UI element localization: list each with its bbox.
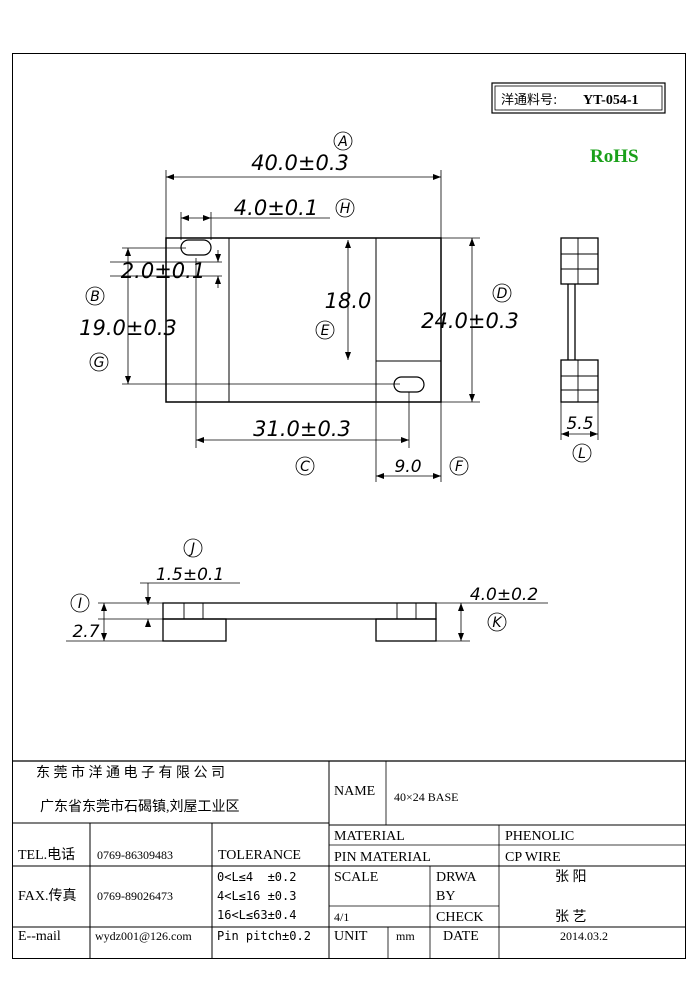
dim-d (441, 237, 512, 403)
pin-material-value: CP WIRE (505, 850, 561, 865)
dim-f-tag: F (455, 459, 464, 475)
dim-l-tag: L (578, 446, 586, 462)
dim-k (436, 602, 548, 642)
email-value: wydz001@126.com (95, 929, 192, 943)
top-view (165, 237, 442, 403)
tolerance-label: TOLERANCE (218, 848, 301, 863)
dim-i (66, 593, 163, 642)
email-label: E--mail (18, 929, 61, 944)
drawn-label-2: BY (436, 889, 455, 904)
name-label: NAME (334, 784, 375, 799)
fax-value: 0769-89026473 (97, 889, 173, 903)
drawing-sheet-border (12, 53, 686, 959)
dim-g-tag: G (94, 355, 105, 371)
title-block-grid (12, 760, 686, 959)
dim-j-tag: J (188, 541, 195, 557)
dim-k-tag: K (492, 615, 503, 631)
dim-g-value: 19.0±0.3 (79, 316, 177, 340)
dim-d-tag: D (497, 286, 508, 302)
dim-i-value: 2.7 (72, 622, 99, 642)
dim-a (165, 131, 442, 238)
drawn-label-1: DRWA (436, 870, 477, 885)
dim-c-tag: C (300, 459, 310, 475)
pin-pitch: Pin pitch±0.2 (217, 929, 311, 943)
check-label: CHECK (436, 910, 483, 925)
side-view (560, 237, 599, 403)
material-value: PHENOLIC (505, 829, 574, 844)
dim-e (315, 240, 351, 360)
drawn-value: 张 阳 (555, 869, 587, 885)
dim-f-value: 9.0 (394, 457, 421, 477)
dim-h-value: 4.0±0.1 (234, 196, 318, 220)
date-value: 2014.03.2 (560, 929, 608, 943)
unit-value: mm (396, 929, 415, 943)
pin-material-label: PIN MATERIAL (334, 850, 431, 865)
dim-b-tag: B (90, 289, 100, 305)
dim-f (375, 402, 469, 482)
dim-b-value: 2.0±0.1 (121, 259, 205, 283)
dim-l (560, 402, 599, 463)
dim-h-tag: H (340, 201, 351, 217)
dim-e-tag: E (321, 323, 330, 339)
company-address: 广东省东莞市石碣镇,刘屋工业区 (40, 798, 240, 815)
part-number-label: 洋通料号: (501, 93, 557, 108)
dim-g (89, 247, 400, 385)
front-view (162, 602, 437, 642)
material-label: MATERIAL (334, 829, 405, 844)
date-label: DATE (443, 929, 479, 944)
dim-i-tag: I (78, 596, 82, 612)
fax-label: FAX.传真 (18, 888, 76, 904)
tel-label: TEL.电话 (18, 847, 75, 863)
dim-l-value: 5.5 (566, 414, 593, 434)
dim-j-value: 1.5±0.1 (156, 565, 224, 585)
check-value: 张 艺 (555, 909, 587, 925)
dim-h (180, 198, 355, 240)
dim-a-tag: A (337, 134, 348, 150)
tolerance-row-3: 16<L≤63±0.4 (217, 908, 296, 922)
company-name: 东 莞 市 洋 通 电 子 有 限 公 司 (36, 764, 225, 781)
dim-j (140, 538, 240, 627)
scale-label: SCALE (334, 870, 378, 885)
dim-d-value: 24.0±0.3 (421, 309, 519, 333)
tolerance-row-1: 0<L≤4 ±0.2 (217, 870, 296, 884)
dim-c (195, 258, 410, 476)
dim-e-value: 18.0 (325, 289, 372, 313)
dim-c-value: 31.0±0.3 (253, 417, 351, 441)
part-number-box: 洋通料号: YT-054-1 (491, 82, 666, 114)
name-value: 40×24 BASE (394, 790, 458, 804)
rohs-mark: RoHS (590, 146, 639, 167)
unit-label: UNIT (334, 929, 368, 944)
scale-value: 4/1 (334, 910, 349, 924)
tel-value: 0769-86309483 (97, 848, 173, 862)
dim-a-value: 40.0±0.3 (251, 151, 349, 175)
tolerance-row-2: 4<L≤16 ±0.3 (217, 889, 296, 903)
part-number-value: YT-054-1 (583, 93, 639, 108)
dim-k-value: 4.0±0.2 (470, 585, 538, 605)
